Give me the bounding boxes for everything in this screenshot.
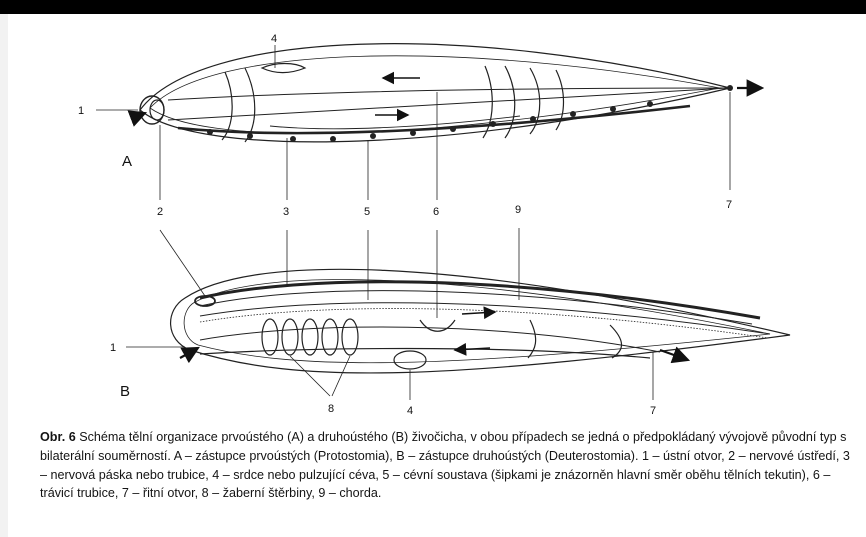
label-9: 9 <box>515 204 521 216</box>
heart-b <box>394 351 426 369</box>
leader-lines-a <box>96 45 730 200</box>
label-a-7: 7 <box>726 199 732 211</box>
gut-a <box>168 88 728 100</box>
label-3: 3 <box>283 206 289 218</box>
label-a-1: 1 <box>78 105 84 117</box>
caption-prefix: Obr. 6 <box>40 430 76 444</box>
organism-b <box>171 269 790 373</box>
label-b-8: 8 <box>328 403 334 415</box>
label-b-1: 1 <box>110 342 116 354</box>
heart-a <box>262 64 305 73</box>
label-b-7: 7 <box>650 405 656 417</box>
chorda-b <box>200 303 770 334</box>
letter-b: B <box>120 383 130 400</box>
caption-text: Schéma tělní organizace prvoústého (A) a… <box>40 430 850 500</box>
label-5: 5 <box>364 206 370 218</box>
label-a-4: 4 <box>271 33 277 45</box>
mouth-a <box>140 96 164 124</box>
label-b-4: 4 <box>407 405 413 417</box>
flow-arrows-b <box>180 312 688 360</box>
label-2: 2 <box>157 206 163 218</box>
label-6: 6 <box>433 206 439 218</box>
leader-lines-b <box>126 228 653 400</box>
organism-a <box>140 44 730 142</box>
figure-caption: Obr. 6 Schéma tělní organizace prvoústéh… <box>40 428 852 503</box>
letter-a: A <box>122 153 132 170</box>
